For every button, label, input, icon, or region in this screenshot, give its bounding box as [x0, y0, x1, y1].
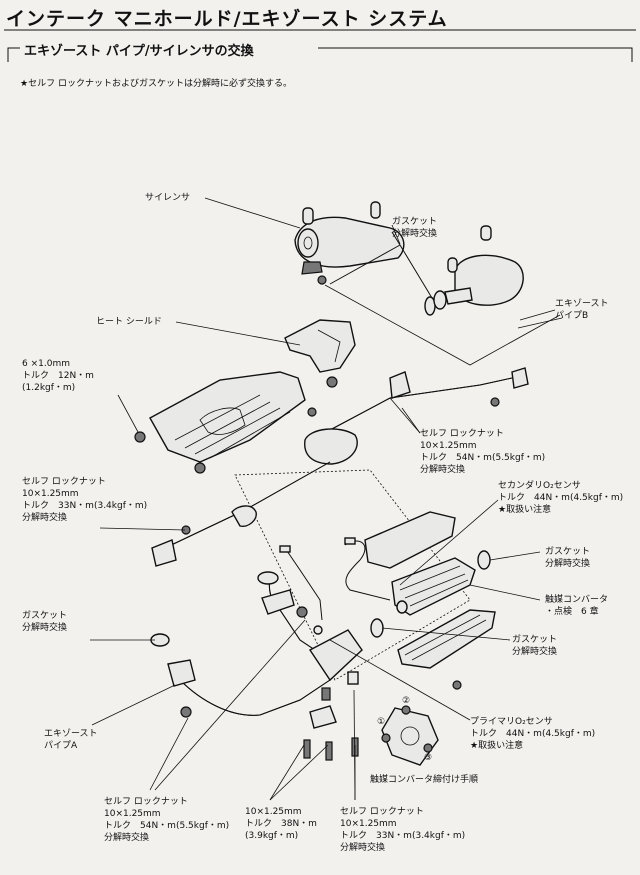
page-title: インテーク マニホールド/エキゾースト システム: [6, 8, 448, 30]
label-primary-o2-sensor: プライマリO₂センサトルク 44N・m(4.5kgf・m)★取扱い注意: [470, 717, 596, 751]
heat-shield-large: [134, 371, 317, 474]
exhaust-pipe-b-silencer: [433, 254, 524, 310]
sequence-marker-2: ②: [402, 696, 411, 706]
section-frame: [7, 47, 633, 62]
bracket-bolts: [303, 671, 359, 761]
replacement-note: ★セルフ ロックナットおよびガスケットは分解時に必ず交換する。: [20, 76, 292, 89]
secondary-o2-sensor: [344, 537, 391, 601]
section-heading: エキゾースト パイプ/サイレンサの交換: [20, 40, 258, 59]
exhaust-pipe-main: [151, 367, 529, 567]
label-exhaust-pipe-b: エキゾーストパイプB: [555, 299, 609, 321]
hanger-rubber-icon: [302, 207, 314, 225]
sequence-marker-3: ③: [424, 753, 433, 763]
label-silencer: サイレンサ: [145, 193, 191, 203]
tightening-sequence-diagram: [381, 705, 439, 766]
label-exhaust-pipe-a: エキゾーストパイプA: [44, 729, 98, 751]
label-gasket-right: ガスケット分解時交換: [545, 547, 591, 569]
note-text: セルフ ロックナットおよびガスケットは分解時に必ず交換する。: [28, 79, 292, 89]
tightening-caption: 触媒コンバータ締付け手順: [370, 775, 479, 785]
sequence-marker-1: ①: [377, 717, 386, 727]
label-gasket-mid: ガスケット分解時交換: [512, 635, 558, 657]
label-catalytic-converter: 触媒コンバータ・点検 6 章: [545, 595, 609, 617]
gasket-top-part: [329, 231, 436, 316]
silencer-part: [294, 201, 492, 285]
exhaust-pipe-a: [150, 545, 363, 718]
label-secondary-o2-sensor: セカンダリO₂センサトルク 44N・m(4.5kgf・m)★取扱い注意: [498, 481, 624, 515]
label-heat-shield: ヒート シールド: [96, 317, 162, 327]
gasket-mid-icon: [370, 618, 384, 638]
label-gasket-top: ガスケット分解時交換: [392, 217, 438, 239]
gasket-right-icon: [477, 550, 491, 570]
label-gasket-left: ガスケット分解時交換: [22, 611, 68, 633]
catalytic-converter-part: [364, 511, 496, 690]
star-icon: ★: [20, 79, 29, 89]
leader-lines: [90, 197, 556, 801]
heat-shield-small: [284, 319, 356, 388]
